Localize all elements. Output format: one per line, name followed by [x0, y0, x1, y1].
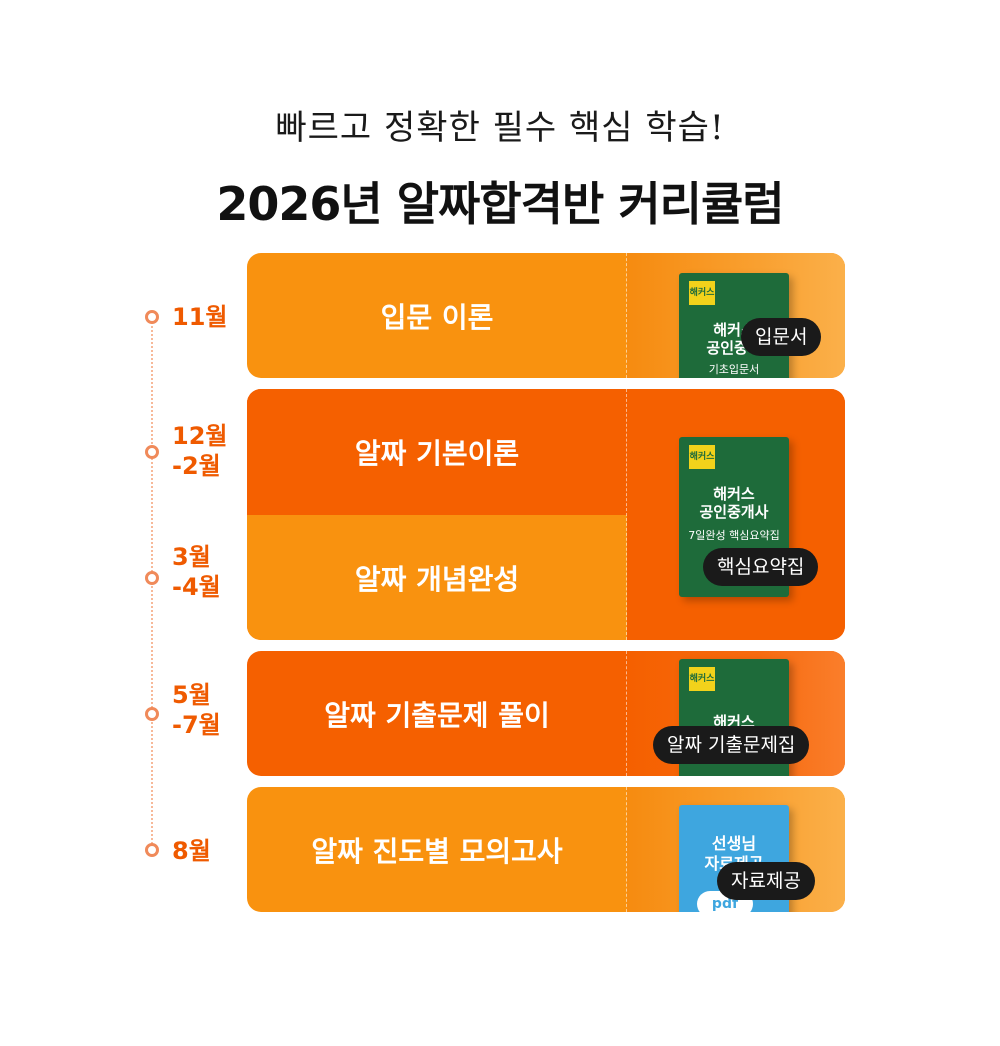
- book-panel: 해커스 해커스 공인중개 기초입문서 입문서: [627, 253, 845, 378]
- timeline-dot: [145, 310, 159, 324]
- month-label: 11월: [172, 303, 228, 331]
- subtitle-highlight: 핵심 학습!: [563, 100, 731, 149]
- card-divider: [626, 787, 627, 912]
- course-card-basic: 알짜 기본이론 알짜 개념완성 해커스 해커스 공인중개사 7일완성 핵심요약집…: [247, 389, 845, 640]
- book-title: 공인중개사: [699, 503, 769, 521]
- subtitle: 빠르고 정확한 필수 핵심 학습!: [0, 100, 1000, 149]
- month-label: 5월 -7월: [172, 681, 221, 739]
- card-divider: [626, 389, 627, 640]
- book-panel: 해커스 해커스 공인중개사 7일완성 핵심요약집 핵심요약집: [627, 389, 845, 640]
- course-label: 알짜 개념완성: [247, 515, 627, 640]
- course-card-mock: 알짜 진도별 모의고사 선생님 자료제공 pdf 자료제공: [247, 787, 845, 912]
- course-label: 알짜 기출문제 풀이: [324, 698, 550, 732]
- book-panel: 해커스 해커스 알짜 기출문제집: [627, 651, 845, 776]
- timeline-dot: [145, 445, 159, 459]
- book-tag: 알짜 기출문제집: [653, 726, 810, 764]
- book-logo: 해커스: [689, 281, 715, 305]
- timeline-line: [151, 318, 153, 852]
- timeline-dot: [145, 843, 159, 857]
- course-label: 알짜 진도별 모의고사: [311, 834, 563, 868]
- timeline-dot: [145, 707, 159, 721]
- course-label: 알짜 기본이론: [247, 389, 627, 515]
- book-logo: 해커스: [689, 667, 715, 691]
- book-logo: 해커스: [689, 445, 715, 469]
- book-title: 해커스: [713, 485, 755, 503]
- subtitle-text: 빠르고 정확한 필수: [275, 108, 570, 148]
- card-divider: [626, 253, 627, 378]
- course-card-exam: 알짜 기출문제 풀이 해커스 해커스 알짜 기출문제집: [247, 651, 845, 776]
- timeline-dot: [145, 571, 159, 585]
- book-title: 선생님: [711, 834, 757, 853]
- course-card-intro: 입문 이론 해커스 해커스 공인중개 기초입문서 입문서: [247, 253, 845, 378]
- month-label: 8월: [172, 837, 211, 865]
- book-cover-intro: 해커스 해커스 공인중개 기초입문서: [679, 273, 789, 378]
- book-subtitle: 7일완성 핵심요약집: [688, 529, 780, 542]
- course-label: 입문 이론: [380, 300, 494, 334]
- book-tag: 핵심요약집: [703, 548, 819, 586]
- book-panel: 선생님 자료제공 pdf 자료제공: [627, 787, 845, 912]
- card-divider: [626, 651, 627, 776]
- month-label: 3월 -4월: [172, 543, 221, 601]
- month-label: 12월 -2월: [172, 422, 228, 480]
- book-subtitle: 기초입문서: [708, 363, 760, 376]
- page-title: 2026년 알짜합격반 커리큘럼: [216, 177, 784, 231]
- book-tag: 자료제공: [717, 862, 815, 900]
- book-tag: 입문서: [741, 318, 822, 356]
